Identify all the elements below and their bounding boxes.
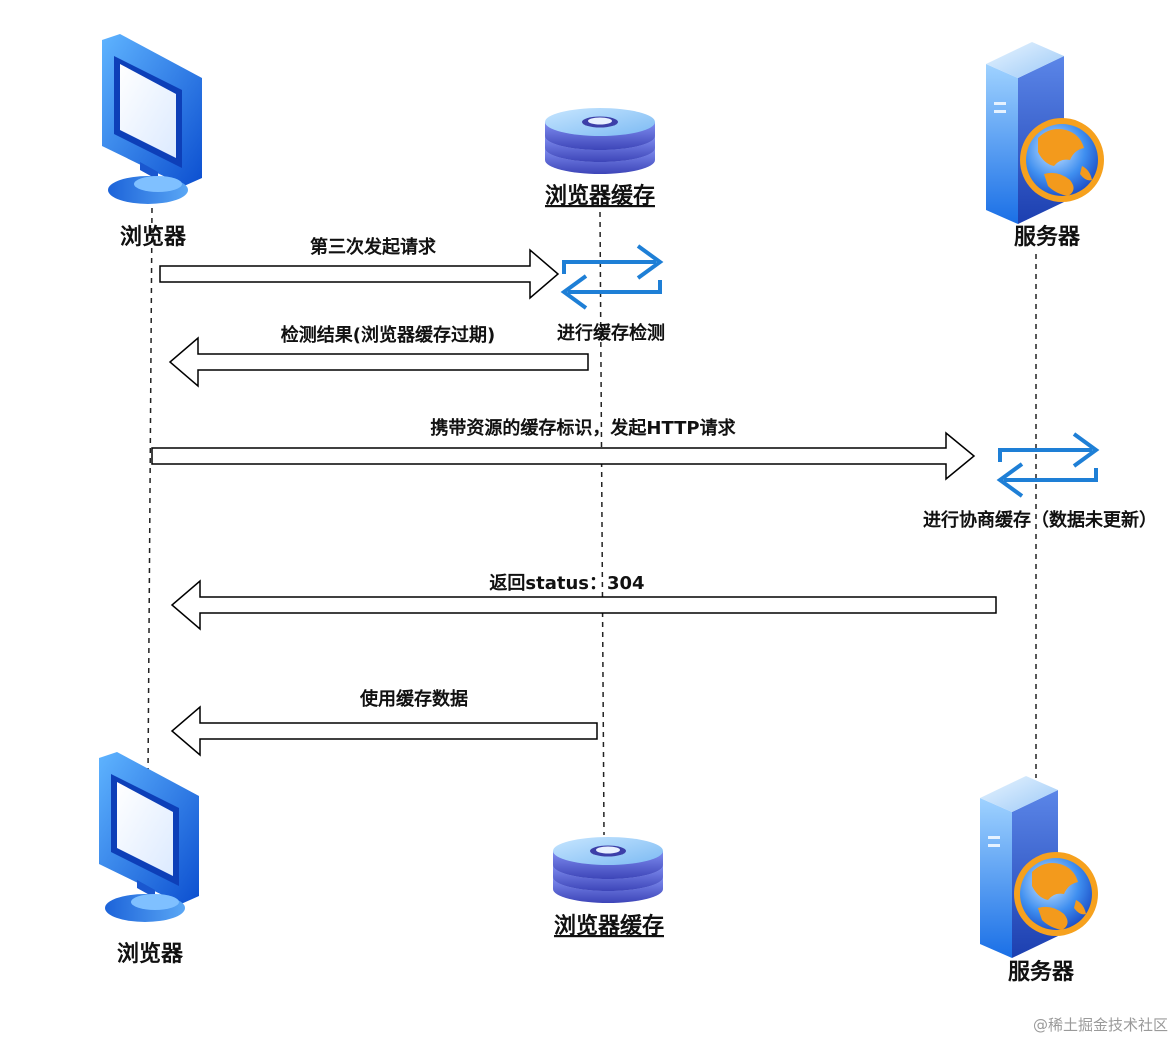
browser-top-actor: 浏览器 — [102, 34, 202, 250]
cache-lifeline — [599, 211, 605, 836]
watermark-text: @稀土掘金技术社区 — [1033, 1016, 1168, 1034]
server-top-actor: 服务器 — [986, 42, 1104, 250]
message-request-cache: 第三次发起请求 — [159, 236, 560, 300]
message-1-label: 第三次发起请求 — [310, 236, 437, 258]
monitor-icon — [102, 34, 202, 204]
browser-bottom-label: 浏览器 — [117, 941, 184, 967]
disk-stack-icon — [545, 108, 655, 174]
sync-arrows-icon — [998, 432, 1098, 498]
monitor-icon — [99, 752, 199, 922]
message-use-cache: 使用缓存数据 — [170, 688, 598, 757]
cache-top-actor: 浏览器缓存 — [545, 108, 655, 209]
negotiate-process: 进行协商缓存（数据未更新） — [923, 432, 1157, 531]
server-globe-icon — [980, 776, 1098, 958]
browser-lifeline — [147, 207, 153, 776]
message-status-304: 返回status：304 — [170, 573, 997, 631]
server-globe-icon — [986, 42, 1104, 224]
negotiate-label: 进行协商缓存（数据未更新） — [923, 509, 1157, 531]
server-bottom-actor: 服务器 — [980, 776, 1098, 985]
browser-bottom-actor: 浏览器 — [99, 752, 199, 967]
cache-top-label: 浏览器缓存 — [545, 183, 655, 209]
disk-stack-icon — [553, 837, 663, 903]
message-http-request: 携带资源的缓存标识，发起HTTP请求 — [151, 417, 976, 481]
message-3-label: 携带资源的缓存标识，发起HTTP请求 — [430, 417, 736, 439]
message-4-label: 返回status：304 — [489, 573, 644, 594]
browser-top-label: 浏览器 — [120, 224, 187, 250]
cache-check-label: 进行缓存检测 — [557, 322, 665, 344]
message-5-label: 使用缓存数据 — [359, 688, 468, 710]
cache-bottom-actor: 浏览器缓存 — [553, 837, 664, 939]
server-top-label: 服务器 — [1014, 225, 1081, 250]
cache-check-process: 进行缓存检测 — [557, 244, 665, 344]
message-2-label: 检测结果(浏览器缓存过期) — [281, 324, 495, 346]
server-bottom-label: 服务器 — [1008, 960, 1075, 985]
cache-bottom-label: 浏览器缓存 — [554, 913, 664, 939]
message-cache-expired: 检测结果(浏览器缓存过期) — [168, 324, 589, 388]
sync-arrows-icon — [562, 244, 662, 310]
